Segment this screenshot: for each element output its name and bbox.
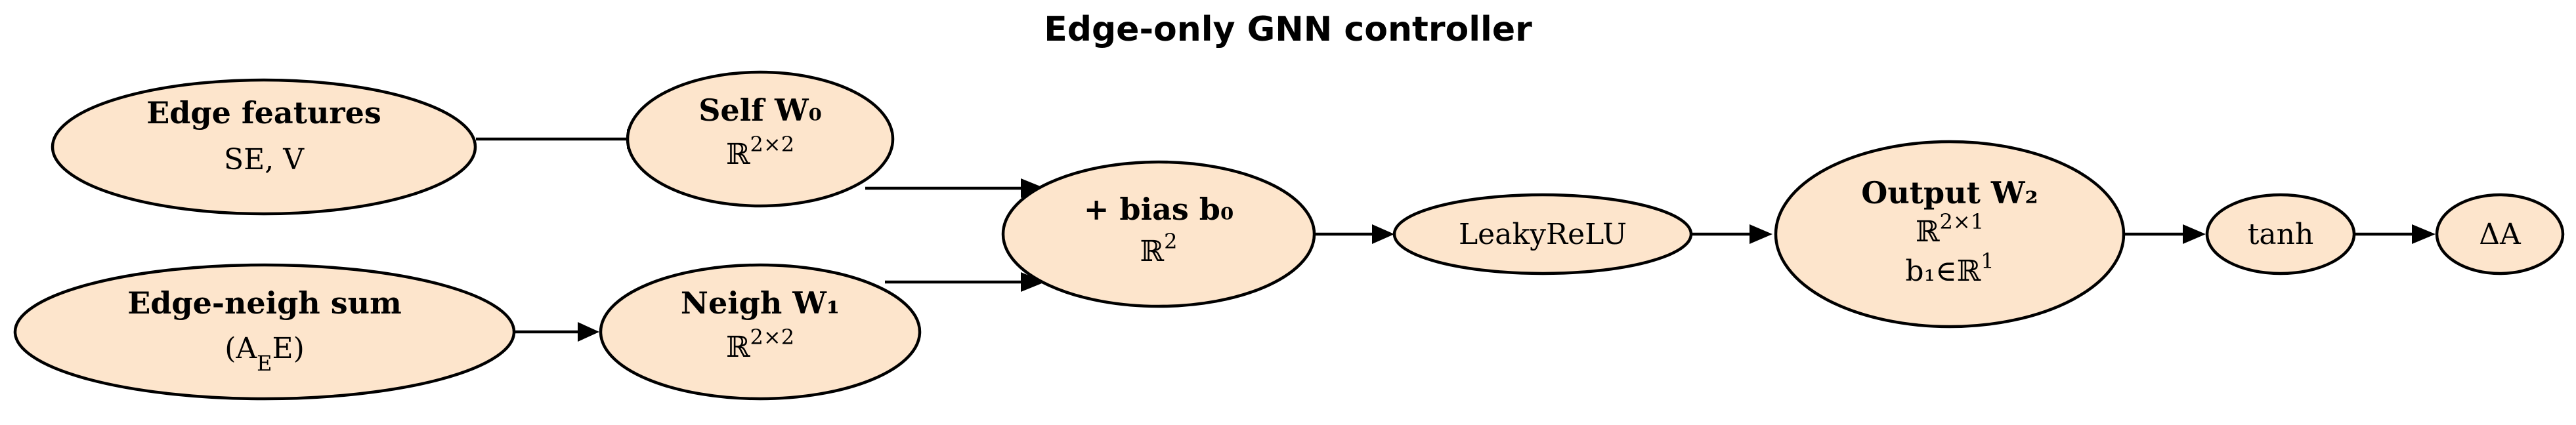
node-subtitle: SE, V <box>224 143 305 176</box>
arrowhead <box>1021 178 1045 198</box>
node-edge-neigh-sum: Edge-neigh sum (AEE) <box>13 263 516 401</box>
node-tanh: tanh <box>2205 193 2356 275</box>
node-shape <box>2435 193 2565 275</box>
node-shape <box>51 78 477 216</box>
node-detail: b₁∈ℝ1 <box>1905 249 1994 288</box>
node-title: Output W₂ <box>1861 175 2038 211</box>
arrowhead <box>578 322 599 342</box>
node-title: + bias b₀ <box>1084 192 1234 227</box>
edges <box>476 129 2436 342</box>
node-title: Neigh W₁ <box>681 285 840 321</box>
node-shape <box>626 70 895 208</box>
node-self-w0: Self W₀ ℝ2×2 <box>626 70 895 208</box>
arrowhead <box>1372 224 1394 244</box>
arrowhead <box>1021 272 1045 292</box>
node-delta-a: ΔA <box>2435 193 2565 275</box>
node-neigh-w1: Neigh W₁ ℝ2×2 <box>599 263 922 401</box>
node-subtitle: (AEE) <box>225 332 305 376</box>
node-title: Edge features <box>146 95 381 131</box>
node-title: ΔA <box>2479 218 2522 251</box>
node-shape <box>599 263 922 401</box>
node-title: LeakyReLU <box>1459 218 1627 251</box>
node-subtitle: ℝ2×2 <box>726 132 794 171</box>
arrowhead <box>2183 224 2206 244</box>
node-subtitle: ℝ2 <box>1140 229 1178 268</box>
diagram-title: Edge-only GNN controller <box>1044 10 1532 49</box>
node-subtitle: ℝ2×1 <box>1916 209 1984 249</box>
node-title: Self W₀ <box>698 92 822 128</box>
node-output-w2: Output W₂ ℝ2×1 b₁∈ℝ1 <box>1774 140 2126 329</box>
arrowhead <box>2412 224 2436 244</box>
node-title: tanh <box>2248 218 2314 251</box>
node-shape <box>1392 193 1693 275</box>
node-shape <box>1774 140 2126 329</box>
node-subtitle: ℝ2×2 <box>726 325 794 364</box>
node-leaky-relu: LeakyReLU <box>1392 193 1693 275</box>
node-edge-features: Edge features SE, V <box>51 78 477 216</box>
node-shape <box>13 263 516 401</box>
node-bias-b0: + bias b₀ ℝ2 <box>1001 160 1316 308</box>
node-shape <box>1001 160 1316 308</box>
node-shape <box>2205 193 2356 275</box>
node-title: Edge-neigh sum <box>127 285 402 321</box>
arrowhead <box>1750 224 1772 244</box>
